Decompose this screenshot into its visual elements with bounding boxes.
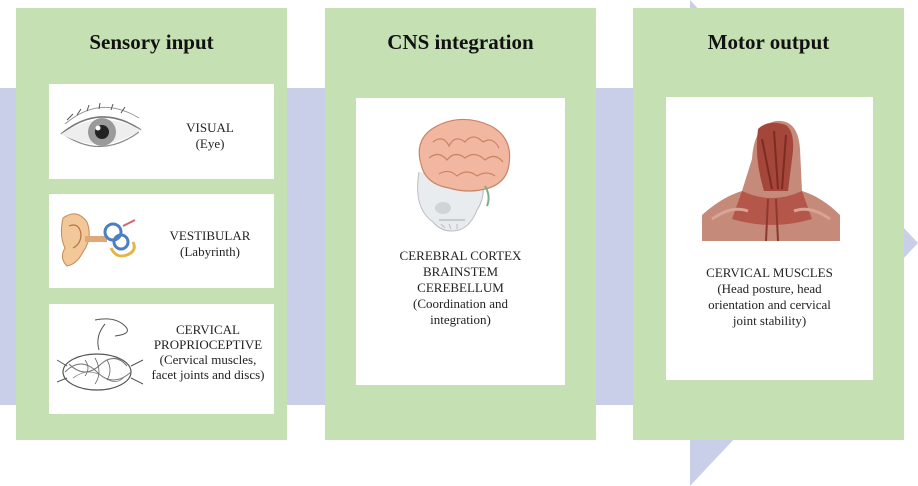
cns-integration-panel: CNS integration CEREBRAL CORTEX BRAINSTE… (325, 8, 596, 440)
sensory-input-title: Sensory input (89, 30, 214, 54)
cns-integration-title: CNS integration (387, 30, 534, 54)
ear-labyrinth-icon (60, 213, 136, 267)
motor-output-title: Motor output (707, 30, 830, 54)
vestibular-card: VESTIBULAR (Labyrinth) (49, 194, 274, 288)
visual-label: VISUAL (Eye) (186, 120, 234, 151)
eye-icon (60, 102, 142, 148)
cns-label: CEREBRAL CORTEX BRAINSTEM CEREBELLUM (Co… (399, 248, 522, 327)
motor-card: CERVICAL MUSCLES (Head posture, head ori… (666, 97, 873, 380)
motor-output-panel: Motor output CERVICAL MUSCLES (Head post… (633, 8, 904, 440)
cervical-proprioceptive-label: CERVICAL PROPRIOCEPTIVE (Cervical muscle… (151, 322, 265, 382)
neck-muscles-icon (702, 120, 840, 241)
visual-card: VISUAL (Eye) (49, 84, 274, 179)
cervical-proprioceptive-card: CERVICAL PROPRIOCEPTIVE (Cervical muscle… (49, 304, 274, 414)
cns-card: CEREBRAL CORTEX BRAINSTEM CEREBELLUM (Co… (356, 98, 565, 385)
motor-label: CERVICAL MUSCLES (Head posture, head ori… (706, 265, 833, 328)
cervical-proprioceptor-icon (56, 318, 144, 391)
sensory-input-panel: Sensory input VISUAL (Eye) VEST (16, 8, 287, 440)
vestibular-label: VESTIBULAR (Labyrinth) (169, 228, 251, 259)
brain-skull-icon (417, 118, 511, 232)
